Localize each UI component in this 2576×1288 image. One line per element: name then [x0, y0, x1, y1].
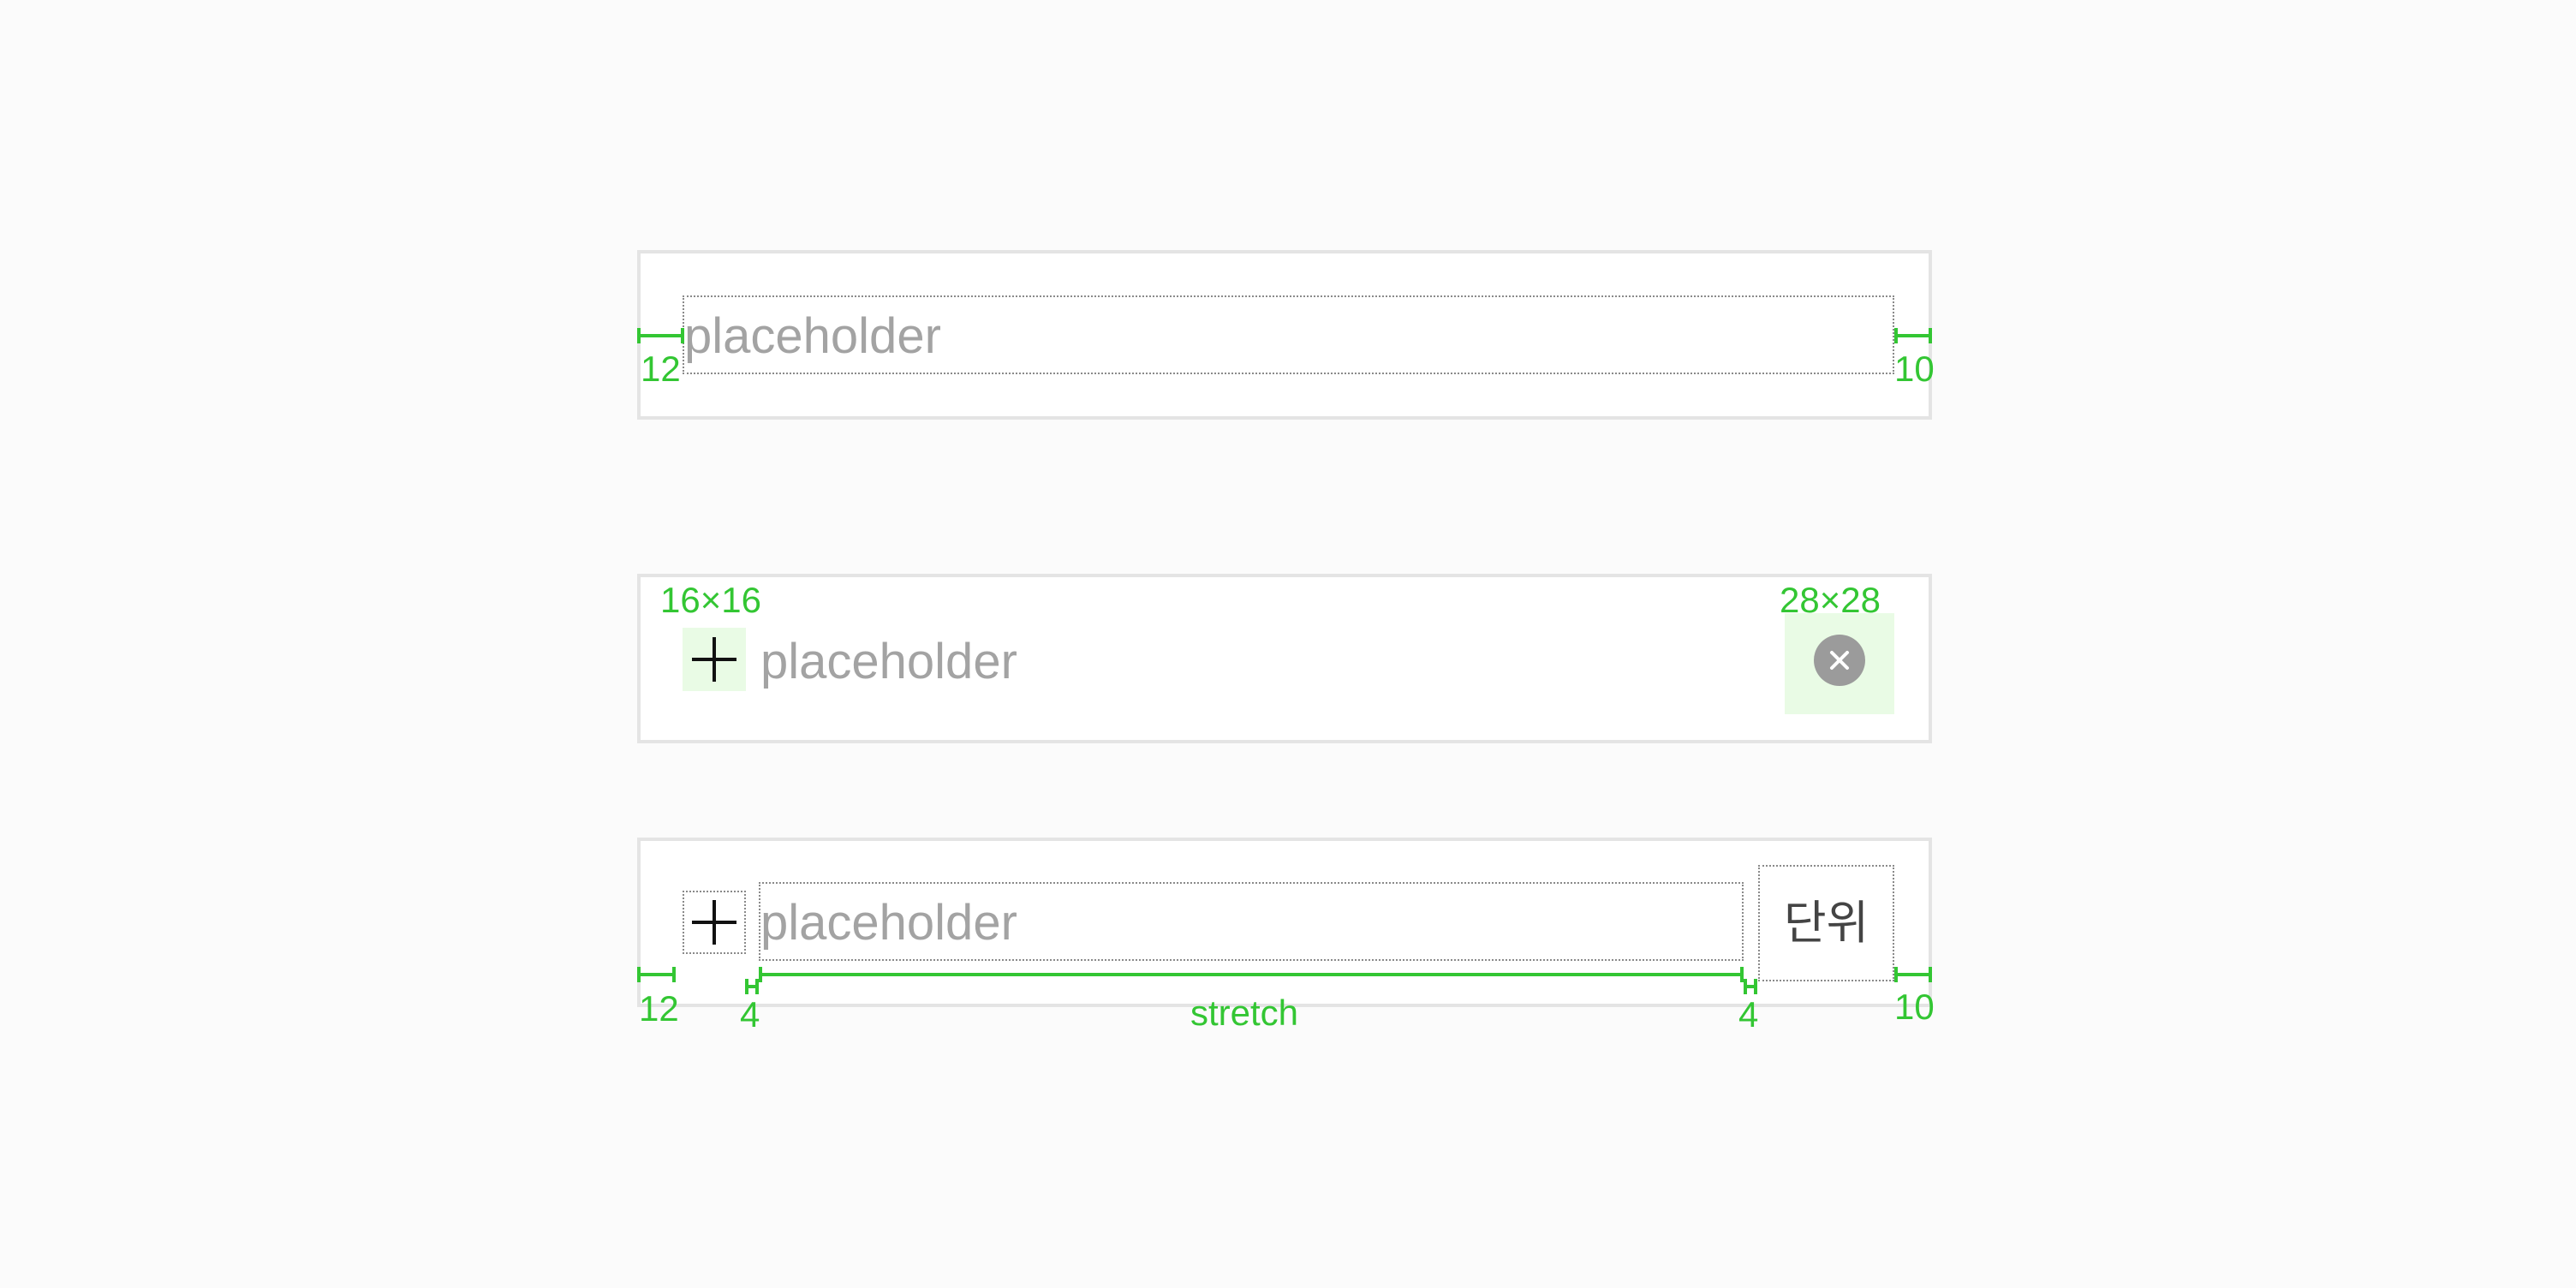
padding-left-dimension — [637, 328, 684, 343]
text-field-basic[interactable] — [637, 250, 1932, 420]
trailing-icon-size-label: 28×28 — [1780, 580, 1881, 620]
placeholder-text: placeholder — [760, 895, 1017, 951]
text-area-box — [759, 882, 1744, 961]
gap-right-label: 4 — [1738, 994, 1759, 1035]
padding-left-label: 12 — [639, 988, 679, 1029]
plus-icon[interactable] — [690, 898, 738, 946]
stretch-dimension — [759, 967, 1744, 982]
stretch-label: stretch — [1190, 993, 1299, 1033]
gap-left-label: 4 — [740, 994, 760, 1035]
plus-icon[interactable] — [690, 635, 738, 683]
unit-box: 단위 — [1758, 865, 1894, 981]
padding-right-label: 10 — [1894, 349, 1935, 389]
padding-left-dimension — [637, 967, 676, 982]
gap-left-dimension — [745, 979, 759, 994]
clear-icon[interactable] — [1814, 635, 1865, 686]
padding-right-dimension — [1894, 967, 1932, 982]
gap-right-dimension — [1744, 979, 1757, 994]
placeholder-text: placeholder — [760, 634, 1017, 689]
padding-left-label: 12 — [641, 349, 681, 389]
padding-right-label: 10 — [1894, 987, 1935, 1027]
unit-label: 단위 — [1783, 896, 1869, 950]
leading-icon-size-label: 16×16 — [660, 580, 761, 620]
placeholder-text: placeholder — [684, 308, 941, 364]
text-field-with-icons[interactable] — [637, 574, 1932, 743]
padding-right-dimension — [1894, 328, 1932, 343]
text-field-with-unit[interactable] — [637, 838, 1932, 1007]
leading-icon-box — [683, 891, 746, 954]
